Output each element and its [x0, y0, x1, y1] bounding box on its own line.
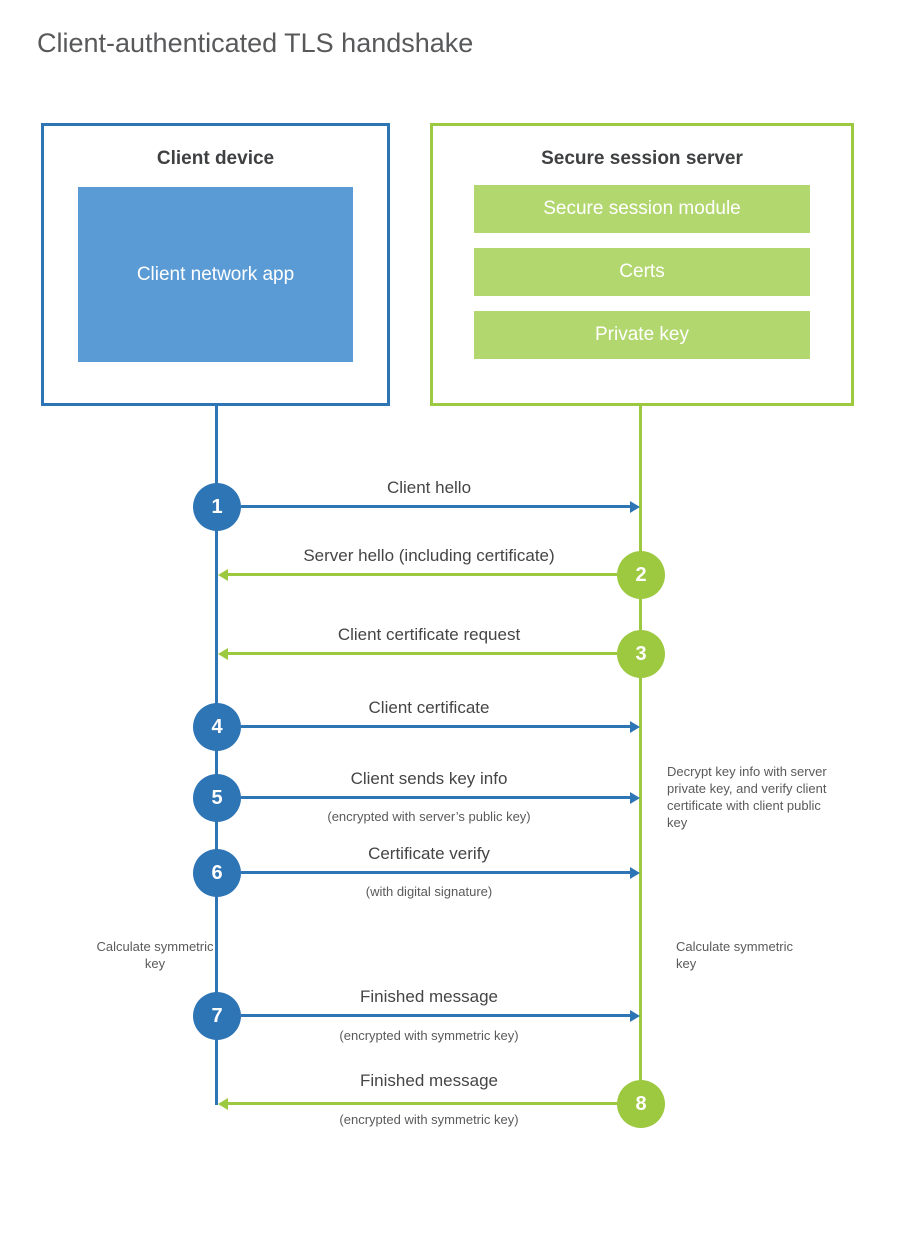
step-1-label: Client hello — [386, 478, 472, 497]
step-1-badge: 1 — [193, 483, 241, 531]
certs-label: Certs — [619, 261, 665, 282]
step-6-number: 6 — [211, 861, 223, 884]
private-key-block: Private key — [474, 311, 810, 359]
step-8-sublabel: (encrypted with symmetric key) — [339, 1112, 519, 1127]
certs-block: Certs — [474, 248, 810, 296]
step-5-badge: 5 — [193, 774, 241, 822]
step-6-badge: 6 — [193, 849, 241, 897]
step-2-badge: 2 — [617, 551, 665, 599]
step-3-label: Client certificate request — [337, 625, 521, 644]
step-6-label: Certificate verify — [368, 844, 490, 863]
calculate-symmetric-key-note-right: Calculate symmetric key — [676, 939, 794, 971]
step-5-sublabel: (encrypted with server’s public key) — [327, 809, 531, 824]
step-7-number: 7 — [211, 1004, 223, 1027]
step-7-sublabel: (encrypted with symmetric key) — [339, 1028, 519, 1043]
decrypt-key-note: Decrypt key info with server private key… — [667, 764, 827, 830]
step-8-arrow-left-icon — [228, 1102, 617, 1105]
step-6-arrow-right-icon — [241, 871, 630, 874]
step-4-badge: 4 — [193, 703, 241, 751]
step-7-label: Finished message — [360, 987, 498, 1006]
client-network-app-block: Client network app — [78, 187, 353, 362]
step-2-label: Server hello (including certificate) — [303, 546, 555, 565]
client-lifeline — [215, 404, 218, 1105]
calculate-symmetric-key-note-left: Calculate symmetric key — [96, 939, 214, 971]
step-3-arrow-left-icon — [228, 652, 617, 655]
step-8-number: 8 — [635, 1092, 647, 1115]
client-device-box: Client device Client network app — [41, 123, 390, 406]
client-network-app-label: Client network app — [136, 263, 295, 285]
step-3-number: 3 — [635, 642, 647, 665]
step-7-badge: 7 — [193, 992, 241, 1040]
step-8-badge: 8 — [617, 1080, 665, 1128]
secure-session-server-box: Secure session server Secure session mod… — [430, 123, 854, 406]
step-5-label: Client sends key info — [350, 769, 508, 788]
secure-session-module-block: Secure session module — [474, 185, 810, 233]
step-4-label: Client certificate — [368, 698, 490, 717]
step-5-arrow-right-icon — [241, 796, 630, 799]
page-title: Client-authenticated TLS handshake — [37, 28, 474, 58]
step-6-sublabel: (with digital signature) — [365, 884, 493, 899]
step-4-number: 4 — [211, 715, 223, 738]
server-lifeline — [639, 404, 642, 1105]
step-2-arrow-left-icon — [228, 573, 617, 576]
step-1-arrow-right-icon — [241, 505, 630, 508]
secure-session-server-title: Secure session server — [541, 148, 743, 169]
secure-session-module-label: Secure session module — [543, 198, 741, 219]
step-8-label: Finished message — [360, 1071, 498, 1090]
step-4-arrow-right-icon — [241, 725, 630, 728]
client-device-title: Client device — [156, 148, 275, 169]
step-5-number: 5 — [211, 786, 223, 809]
step-1-number: 1 — [211, 495, 223, 518]
step-3-badge: 3 — [617, 630, 665, 678]
private-key-label: Private key — [595, 324, 689, 345]
step-7-arrow-right-icon — [241, 1014, 630, 1017]
step-2-number: 2 — [635, 563, 647, 586]
